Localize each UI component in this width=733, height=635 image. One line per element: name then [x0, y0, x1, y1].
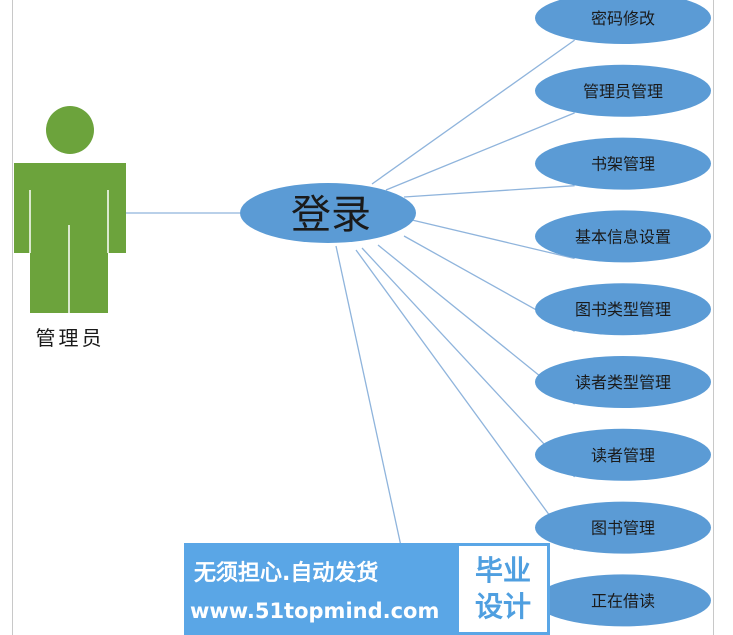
usecase-ellipse [535, 356, 711, 408]
connector-book-management [355, 249, 576, 551]
usecase-book-management[interactable]: 图书管理 [535, 501, 711, 554]
usecase-ellipse [535, 64, 711, 117]
usecase-label: 读者管理 [591, 446, 655, 465]
usecase-basic-info-settings[interactable]: 基本信息设置 [535, 210, 711, 263]
connector-password-change [371, 39, 575, 185]
connector-borrowing-now [335, 245, 405, 561]
actor-figure: 管理员 [14, 106, 126, 350]
usecase-ellipse [535, 137, 711, 190]
connectors [126, 39, 576, 561]
actor-head [46, 106, 94, 154]
watermark-logo-line1: 毕业 [474, 554, 531, 587]
usecase-ellipse [535, 501, 711, 554]
usecase-ellipse [535, 210, 711, 263]
actor-body [14, 163, 126, 313]
usecase-admin-management[interactable]: 管理员管理 [535, 64, 711, 117]
connector-bookshelf-management [403, 185, 575, 198]
usecase-list: 密码修改管理员管理书架管理基本信息设置图书类型管理读者类型管理读者管理图书管理正… [535, 0, 711, 627]
usecase-label: 密码修改 [591, 9, 655, 28]
usecase-label: 正在借读 [591, 591, 655, 610]
watermark-text-panel: 无须担心.自动发货 www.51topmind.com [184, 543, 456, 635]
frame-border-right [713, 0, 714, 635]
usecase-borrowing-now[interactable]: 正在借读 [535, 574, 711, 627]
usecase-label: 读者类型管理 [575, 373, 671, 392]
usecase-label: 书架管理 [591, 155, 655, 174]
frame-border-left [12, 0, 13, 635]
actor-label: 管理员 [36, 326, 105, 350]
connector-admin-management [385, 112, 575, 191]
usecase-book-type-management[interactable]: 图书类型管理 [535, 283, 711, 336]
watermark-tagline: 无须担心.自动发货 [194, 561, 379, 586]
login-usecase[interactable]: 登录 [240, 183, 416, 243]
login-ellipse [240, 183, 416, 243]
usecase-label: 管理员管理 [583, 82, 663, 101]
usecase-password-change[interactable]: 密码修改 [535, 0, 711, 44]
usecase-label: 图书管理 [591, 519, 655, 538]
watermark-logo: 毕业 设计 [459, 546, 547, 632]
usecase-ellipse [535, 283, 711, 336]
usecase-ellipse [535, 428, 711, 481]
login-label: 登录 [291, 192, 371, 238]
usecase-ellipse [535, 0, 711, 44]
connector-basic-info-settings [411, 219, 575, 260]
usecase-label: 图书类型管理 [575, 300, 671, 319]
usecase-reader-type-management[interactable]: 读者类型管理 [535, 356, 711, 408]
usecase-ellipse [535, 574, 711, 627]
watermark-url: www.51topmind.com [190, 599, 440, 623]
watermark-logo-line2: 设计 [474, 590, 531, 623]
usecase-bookshelf-management[interactable]: 书架管理 [535, 137, 711, 190]
usecase-reader-management[interactable]: 读者管理 [535, 428, 711, 481]
connector-reader-management [361, 247, 576, 478]
usecase-label: 基本信息设置 [575, 227, 671, 246]
watermark-banner: 无须担心.自动发货 www.51topmind.com 毕业 设计 [184, 543, 550, 635]
